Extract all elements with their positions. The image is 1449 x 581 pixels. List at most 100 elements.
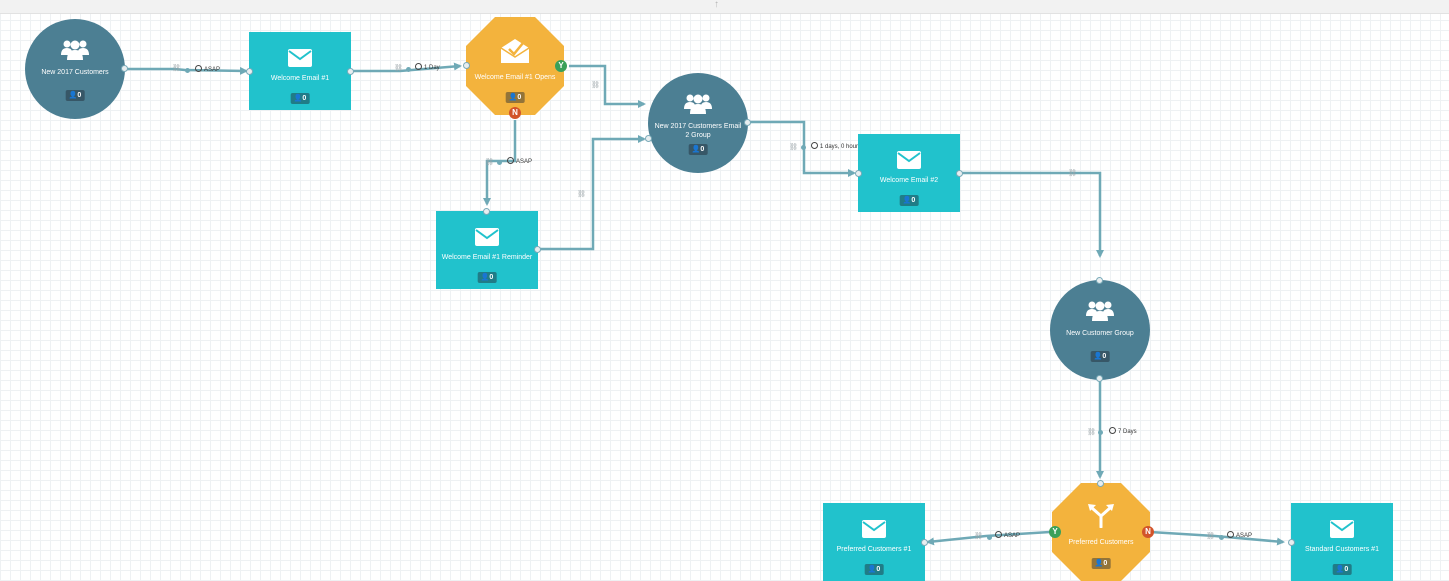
node-new-2017-customers[interactable]: New 2017 Customers 👤0 xyxy=(25,19,128,119)
person-icon: 👤 xyxy=(867,566,877,573)
input-port[interactable] xyxy=(1097,480,1104,487)
link-icon[interactable]: ⛓ xyxy=(974,533,983,540)
link-icon[interactable]: ⛓ xyxy=(591,82,600,89)
delay-label-d5[interactable]: 7 Days xyxy=(1109,426,1137,437)
input-port[interactable] xyxy=(1096,277,1103,284)
output-port[interactable] xyxy=(121,65,128,72)
output-port[interactable] xyxy=(956,170,963,177)
person-icon: 👤 xyxy=(1094,560,1104,567)
person-icon: 👤 xyxy=(68,92,78,99)
person-icon: 👤 xyxy=(1335,566,1345,573)
envelope-icon xyxy=(288,49,312,67)
node-label: New Customer Group xyxy=(1066,330,1134,337)
yes-branch-port[interactable]: Y xyxy=(555,60,567,72)
node-label: Preferred Customers #1 xyxy=(836,546,912,553)
node-label: New 2017 Customers Email 2 Group xyxy=(654,123,742,139)
node-standard-customers-1[interactable]: Standard Customers #1 👤0 xyxy=(1288,503,1393,581)
clock-icon xyxy=(995,530,1002,538)
link-icon[interactable]: ⛓ xyxy=(485,159,494,166)
octagon-shape xyxy=(466,17,564,115)
wire-midpoint xyxy=(987,535,992,540)
contact-count-badge: 👤0 xyxy=(477,272,497,283)
link-icon[interactable]: ⛓ xyxy=(1087,429,1096,436)
person-icon: 👤 xyxy=(691,146,701,153)
node-welcome-email-1[interactable]: Welcome Email #1 👤0 xyxy=(246,32,354,110)
node-preferred-customers-1[interactable]: Preferred Customers #1 👤0 xyxy=(823,503,928,581)
person-icon: 👤 xyxy=(508,94,518,101)
no-branch-port[interactable]: N xyxy=(509,107,521,119)
link-icon[interactable]: ⛓ xyxy=(1068,170,1077,177)
node-welcome-email-1-reminder[interactable]: Welcome Email #1 Reminder 👤0 xyxy=(436,208,541,289)
output-port[interactable] xyxy=(347,68,354,75)
node-label: Standard Customers #1 xyxy=(1305,546,1379,553)
input-port[interactable] xyxy=(1288,539,1295,546)
node-label: New 2017 Customers xyxy=(41,69,109,76)
yes-branch-port[interactable]: Y xyxy=(1049,526,1061,538)
no-branch-port[interactable]: N xyxy=(1142,526,1154,538)
email-opened-icon xyxy=(500,39,530,63)
link-icon[interactable]: ⛓ xyxy=(1206,533,1215,540)
wire-n8-n9-yes xyxy=(926,530,1051,546)
link-icon[interactable]: ⛓ xyxy=(789,144,798,151)
input-port[interactable] xyxy=(855,170,862,177)
contact-count-badge: 👤0 xyxy=(899,195,919,206)
envelope-icon xyxy=(862,520,886,538)
octagon-shape xyxy=(1052,483,1150,581)
clock-icon xyxy=(1227,530,1234,538)
clock-icon xyxy=(415,62,422,70)
clock-icon xyxy=(507,156,514,164)
output-port[interactable] xyxy=(534,246,541,253)
wire-midpoint xyxy=(497,160,502,165)
person-icon: 👤 xyxy=(480,274,490,281)
contact-count-badge: 👤0 xyxy=(505,92,525,103)
wire-midpoint xyxy=(406,67,411,72)
contact-count-badge: 👤0 xyxy=(688,144,708,155)
group-icon xyxy=(684,94,712,114)
contact-count-badge: 👤0 xyxy=(65,90,85,101)
contact-count-badge: 👤0 xyxy=(1090,351,1110,362)
node-label: Welcome Email #1 Reminder xyxy=(441,254,533,261)
input-port[interactable] xyxy=(483,208,490,215)
input-port[interactable] xyxy=(645,135,652,142)
contact-count-badge: 👤0 xyxy=(1091,558,1111,569)
node-preferred-customers[interactable]: Preferred Customers 👤0 Y N xyxy=(1049,480,1154,581)
contact-count-badge: 👤0 xyxy=(290,93,310,104)
group-icon xyxy=(1086,301,1114,321)
wire-midpoint xyxy=(185,68,190,73)
input-port[interactable] xyxy=(921,539,928,546)
clock-icon xyxy=(195,64,202,72)
wire-midpoint xyxy=(801,145,806,150)
node-new-customer-group[interactable]: New Customer Group 👤0 xyxy=(1050,277,1150,382)
split-arrows-icon xyxy=(1088,504,1114,528)
node-welcome-email-2[interactable]: Welcome Email #2 👤0 xyxy=(855,134,963,212)
link-icon[interactable]: ⛓ xyxy=(172,65,181,72)
input-port[interactable] xyxy=(463,62,470,69)
delay-label-d7[interactable]: ASAP xyxy=(1227,530,1252,541)
node-welcome-email-1-opens[interactable]: Welcome Email #1 Opens 👤0 Y N xyxy=(463,17,567,119)
node-label: Preferred Customers xyxy=(1068,539,1134,546)
contact-count-badge: 👤0 xyxy=(864,564,884,575)
link-icon[interactable]: ⛓ xyxy=(577,191,586,198)
output-port[interactable] xyxy=(744,119,751,126)
output-port[interactable] xyxy=(1096,375,1103,382)
input-port[interactable] xyxy=(246,68,253,75)
node-new-2017-customers-email-2-group[interactable]: New 2017 Customers Email 2 Group 👤0 xyxy=(645,73,751,173)
clock-icon xyxy=(811,141,818,149)
delay-label-d3[interactable]: ASAP xyxy=(507,156,532,167)
link-icon[interactable]: ⛓ xyxy=(394,65,403,72)
contact-count-badge: 👤0 xyxy=(1332,564,1352,575)
delay-label-d6[interactable]: ASAP xyxy=(995,530,1020,541)
delay-label-d1[interactable]: ASAP xyxy=(195,64,220,75)
delay-label-d2[interactable]: 1 Day xyxy=(415,62,440,73)
person-icon: 👤 xyxy=(293,95,303,102)
node-label: Welcome Email #1 Opens xyxy=(474,74,556,81)
envelope-icon xyxy=(1330,520,1354,538)
delay-label-d4[interactable]: 1 days, 0 hours, 0 minutes xyxy=(811,141,890,152)
person-icon: 👤 xyxy=(902,197,912,204)
top-scrollbar[interactable]: ↑ xyxy=(0,0,1449,14)
person-icon: 👤 xyxy=(1093,353,1103,360)
clock-icon xyxy=(1109,426,1116,434)
wire-n2-n3 xyxy=(350,62,462,73)
scroll-up-arrow-icon[interactable]: ↑ xyxy=(714,0,719,10)
